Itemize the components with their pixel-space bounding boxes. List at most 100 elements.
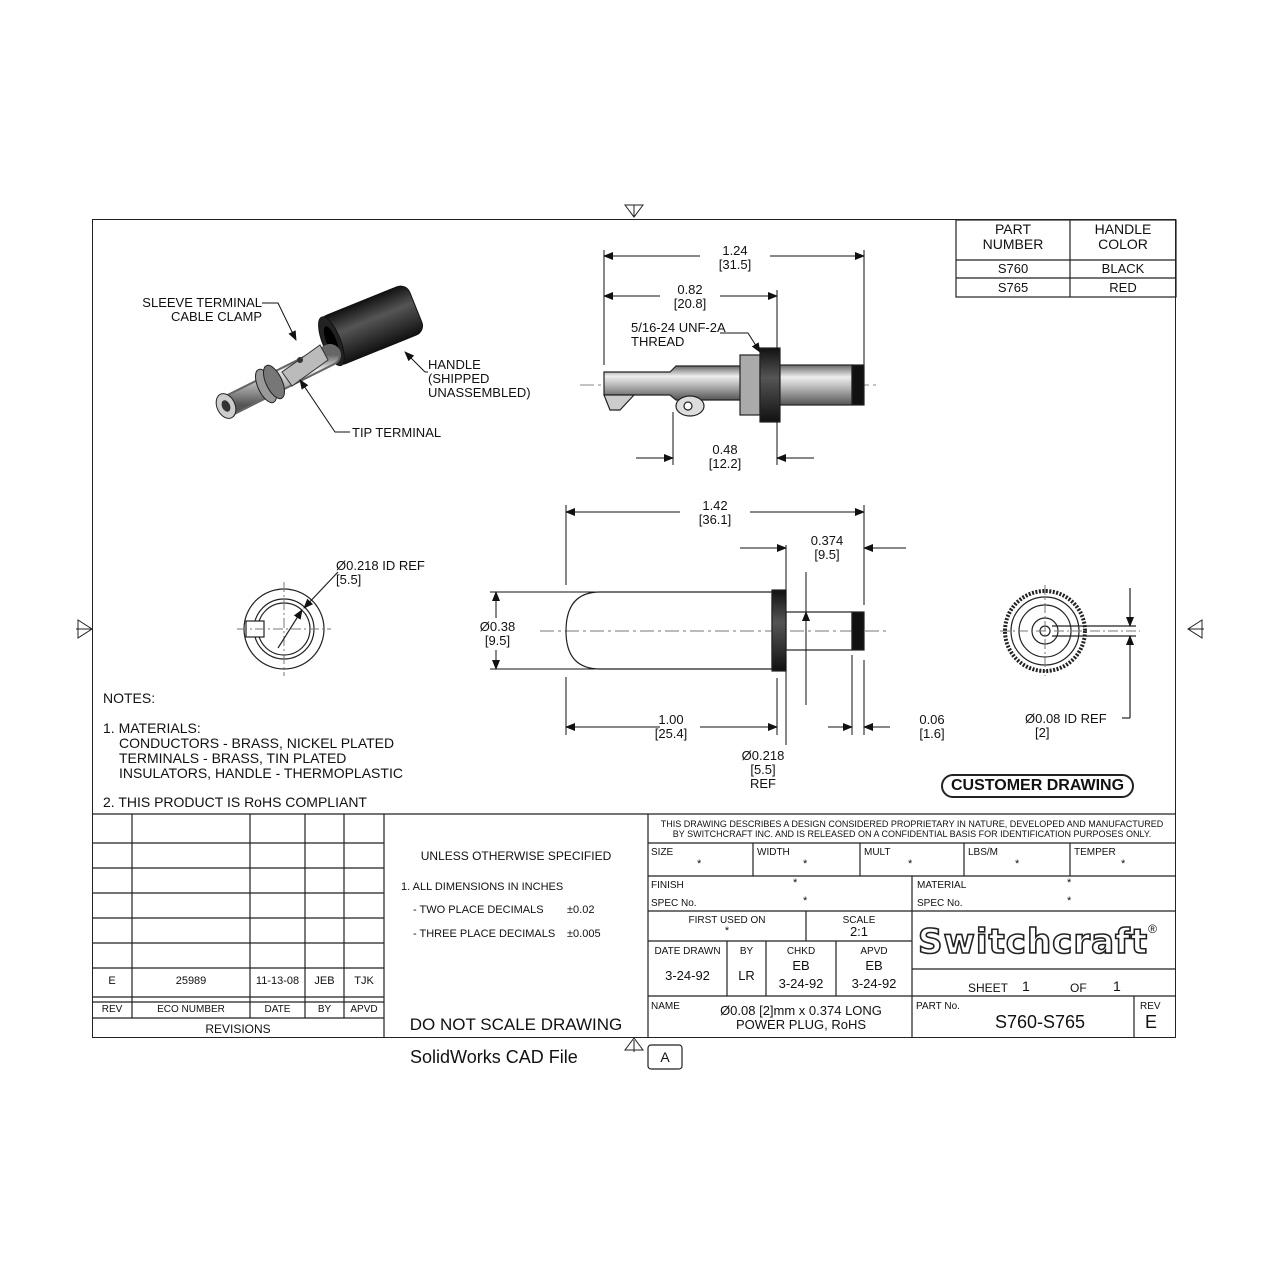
part-no-label: PART No. bbox=[916, 1001, 960, 1012]
by-label: BY bbox=[739, 946, 754, 957]
callout-text: 5/16-24 UNF-2A bbox=[631, 320, 726, 335]
main-view bbox=[540, 589, 890, 672]
note-line: 1. MATERIALS: bbox=[103, 720, 201, 736]
dim-mm: [9.5] bbox=[814, 547, 840, 562]
cad-file-label: SolidWorks CAD File bbox=[410, 1047, 578, 1067]
sheet-label: SHEET bbox=[968, 981, 1009, 995]
dim-0-374: 0.374[9.5] bbox=[792, 534, 862, 562]
table-cell-part: S760 bbox=[997, 261, 1029, 276]
header-text: PART bbox=[994, 221, 1032, 237]
isometric-view bbox=[215, 285, 428, 433]
sheet-value: 1 bbox=[1022, 978, 1030, 994]
dim-dia-0-218: Ø0.218[5.5]REF bbox=[728, 749, 798, 791]
finish-value: * bbox=[793, 877, 798, 889]
table-cell-color: RED bbox=[1109, 280, 1137, 295]
thread-callout: 5/16-24 UNF-2A THREAD bbox=[631, 321, 726, 349]
notes-block: NOTES: 1. MATERIALS: CONDUCTORS - BRASS,… bbox=[103, 691, 403, 810]
note-line: INSULATORS, HANDLE - THERMOPLASTIC bbox=[119, 765, 403, 781]
dim-0-82: 0.82[20.8] bbox=[655, 283, 725, 311]
lbs-label: LBS/M bbox=[968, 847, 999, 858]
rev-value: E bbox=[1145, 1012, 1158, 1032]
material-label: MATERIAL bbox=[917, 880, 967, 891]
callout-text: THREAD bbox=[631, 334, 685, 349]
temper-label: TEMPER bbox=[1074, 847, 1116, 858]
dim-mm: [20.8] bbox=[673, 296, 707, 311]
tip-terminal-callout: TIP TERMINAL bbox=[352, 425, 442, 440]
part-table-lines bbox=[955, 219, 1177, 298]
table-cell-part: S765 bbox=[997, 280, 1029, 295]
handle-callout: HANDLE (SHIPPED UNASSEMBLED) bbox=[428, 358, 531, 400]
notes-heading: NOTES: bbox=[103, 690, 156, 706]
dim-value: 1.42 bbox=[702, 498, 728, 513]
dim-value: 0.48 bbox=[712, 442, 738, 457]
apvd-label: APVD bbox=[860, 946, 888, 957]
end-view-left bbox=[237, 571, 339, 676]
dim-0-48: 0.48[12.2] bbox=[690, 443, 760, 471]
size-value: * bbox=[697, 858, 702, 870]
proprietary-text: BY SWITCHCRAFT INC. AND IS RELEASED ON A… bbox=[672, 829, 1152, 839]
callout-text: [5.5] bbox=[336, 572, 362, 587]
dim-value: 0.06 bbox=[919, 712, 945, 727]
name-label: NAME bbox=[651, 1001, 680, 1012]
dim-mm: [1.6] bbox=[919, 726, 945, 741]
dim-1-00: 1.00[25.4] bbox=[636, 713, 706, 741]
callout-text: Ø0.08 ID REF bbox=[1025, 711, 1107, 726]
frame-center-marks bbox=[76, 204, 1204, 1052]
lbs-value: * bbox=[1015, 858, 1020, 870]
tolerance-line: - TWO PLACE DECIMALS bbox=[413, 904, 544, 916]
apvd-date: 3-24-92 bbox=[851, 976, 897, 991]
width-label: WIDTH bbox=[757, 847, 790, 858]
handle-color-header: HANDLE COLOR bbox=[1072, 222, 1174, 252]
width-value: * bbox=[803, 858, 808, 870]
part-name-line: Ø0.08 [2]mm x 0.374 LONG bbox=[720, 1003, 882, 1018]
material-value: * bbox=[1067, 877, 1072, 889]
table-cell-color: BLACK bbox=[1101, 261, 1145, 276]
rev-cell: E bbox=[108, 975, 116, 987]
part-number-header: PART NUMBER bbox=[958, 222, 1068, 252]
proprietary-notice: THIS DRAWING DESCRIBES A DESIGN CONSIDER… bbox=[648, 819, 1176, 839]
finish-label: FINISH bbox=[651, 880, 684, 891]
callout-text: [2] bbox=[1035, 725, 1050, 740]
dim-mm: [36.1] bbox=[698, 512, 732, 527]
material-spec-value: * bbox=[1067, 895, 1072, 907]
header-text: NUMBER bbox=[982, 236, 1044, 252]
chkd-by: EB bbox=[792, 958, 810, 973]
callout-text: CABLE CLAMP bbox=[170, 309, 262, 324]
customer-drawing-badge: CUSTOMER DRAWING bbox=[941, 774, 1135, 798]
callout-text: Ø0.218 ID REF bbox=[336, 558, 425, 573]
registered-mark: ® bbox=[1148, 922, 1157, 936]
header-text: HANDLE bbox=[1094, 221, 1152, 237]
part-name: Ø0.08 [2]mm x 0.374 LONG POWER PLUG, RoH… bbox=[690, 1004, 912, 1032]
callout-text: UNASSEMBLED) bbox=[428, 385, 531, 400]
dim-value: Ø0.38 bbox=[479, 619, 516, 634]
dim-dia-0-38: Ø0.38[9.5] bbox=[470, 620, 525, 648]
of-value: 1 bbox=[1113, 978, 1121, 994]
first-used-value: * bbox=[724, 925, 730, 937]
side-view bbox=[580, 347, 880, 423]
date-header: DATE bbox=[264, 1004, 291, 1015]
zone-label: A bbox=[660, 1049, 670, 1065]
size-label: SIZE bbox=[651, 847, 674, 858]
dim-value: 1.24 bbox=[722, 243, 748, 258]
dim-value: 0.374 bbox=[810, 533, 844, 548]
rev-label: REV bbox=[1140, 1001, 1161, 1012]
side-view-dims bbox=[603, 250, 865, 465]
tolerance-value: ±0.02 bbox=[567, 904, 595, 916]
apvd-by: EB bbox=[865, 958, 883, 973]
dim-1-24: 1.24[31.5] bbox=[700, 244, 770, 272]
temper-value: * bbox=[1121, 858, 1126, 870]
note-line: TERMINALS - BRASS, TIN PLATED bbox=[119, 750, 347, 766]
dim-ref: REF bbox=[750, 776, 776, 791]
apvd-cell: TJK bbox=[354, 975, 374, 987]
note-line: CONDUCTORS - BRASS, NICKEL PLATED bbox=[119, 735, 395, 751]
by-value: LR bbox=[738, 968, 755, 983]
chkd-date: 3-24-92 bbox=[778, 976, 824, 991]
dim-mm: [12.2] bbox=[708, 456, 742, 471]
title-block-lines bbox=[92, 813, 1176, 1070]
id-ref-callout: Ø0.218 ID REF [5.5] bbox=[336, 559, 425, 587]
switchcraft-logo: Switchcraft® bbox=[917, 921, 1157, 963]
sleeve-terminal-callout: SLEEVE TERMINAL CABLE CLAMP bbox=[140, 296, 262, 324]
spec-no-value: * bbox=[803, 895, 808, 907]
chkd-label: CHKD bbox=[786, 946, 816, 957]
